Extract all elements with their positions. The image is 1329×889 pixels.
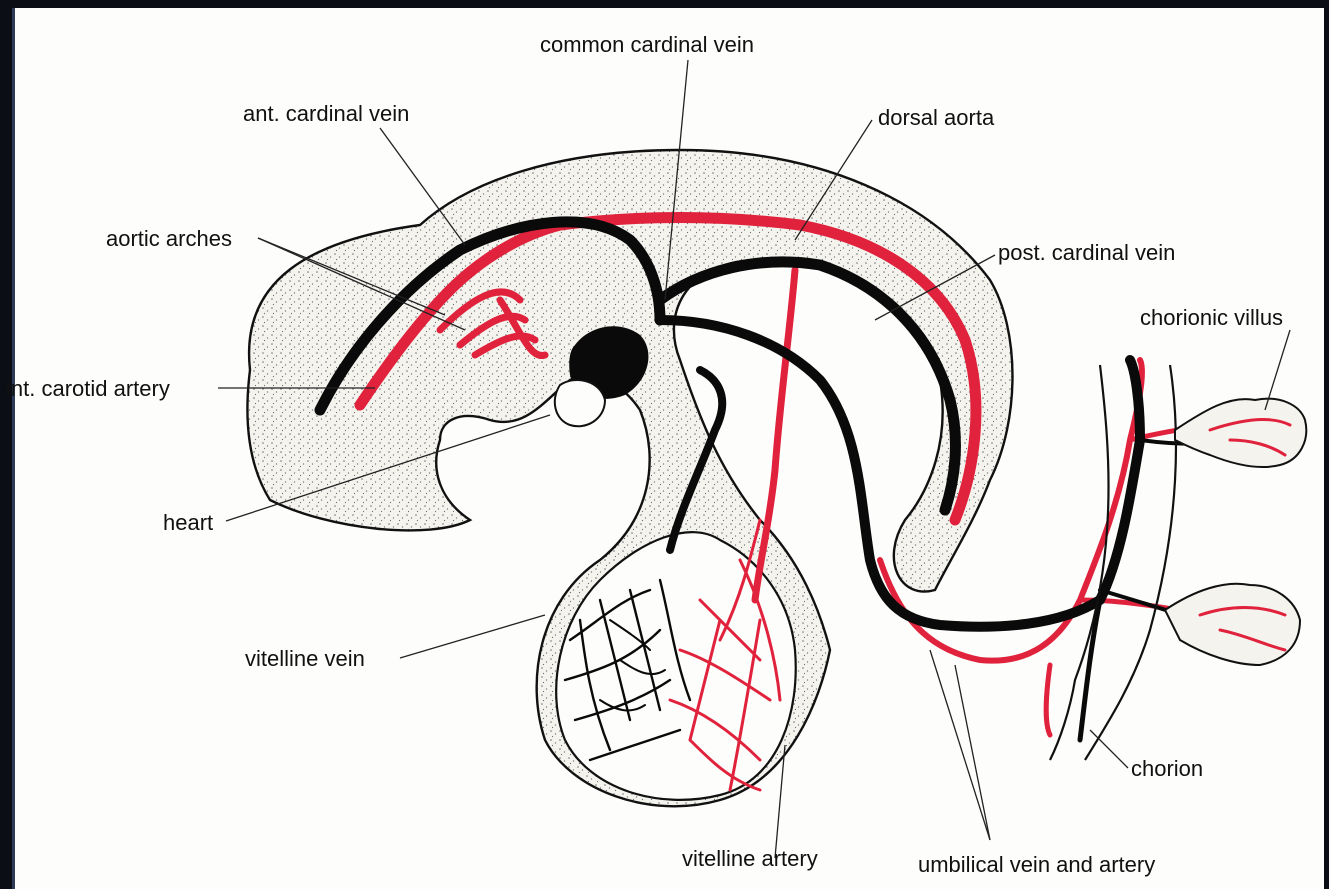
label-common-cardinal-vein: common cardinal vein (540, 32, 754, 57)
label-vitelline-artery: vitelline artery (682, 846, 818, 871)
chorionic-villi (1165, 399, 1306, 665)
label-ant-cardinal-vein: ant. cardinal vein (243, 101, 409, 126)
label-int-carotid-artery: int. carotid artery (6, 376, 170, 401)
label-post-cardinal-vein: post. cardinal vein (998, 240, 1175, 265)
label-aortic-arches: aortic arches (106, 226, 232, 251)
label-vitelline-vein: vitelline vein (245, 646, 365, 671)
label-heart: heart (163, 510, 213, 535)
label-chorion: chorion (1131, 756, 1203, 781)
label-dorsal-aorta: dorsal aorta (878, 105, 995, 130)
label-umbilical-vein-and-artery: umbilical vein and artery (918, 852, 1155, 877)
label-chorionic-villus: chorionic villus (1140, 305, 1283, 330)
